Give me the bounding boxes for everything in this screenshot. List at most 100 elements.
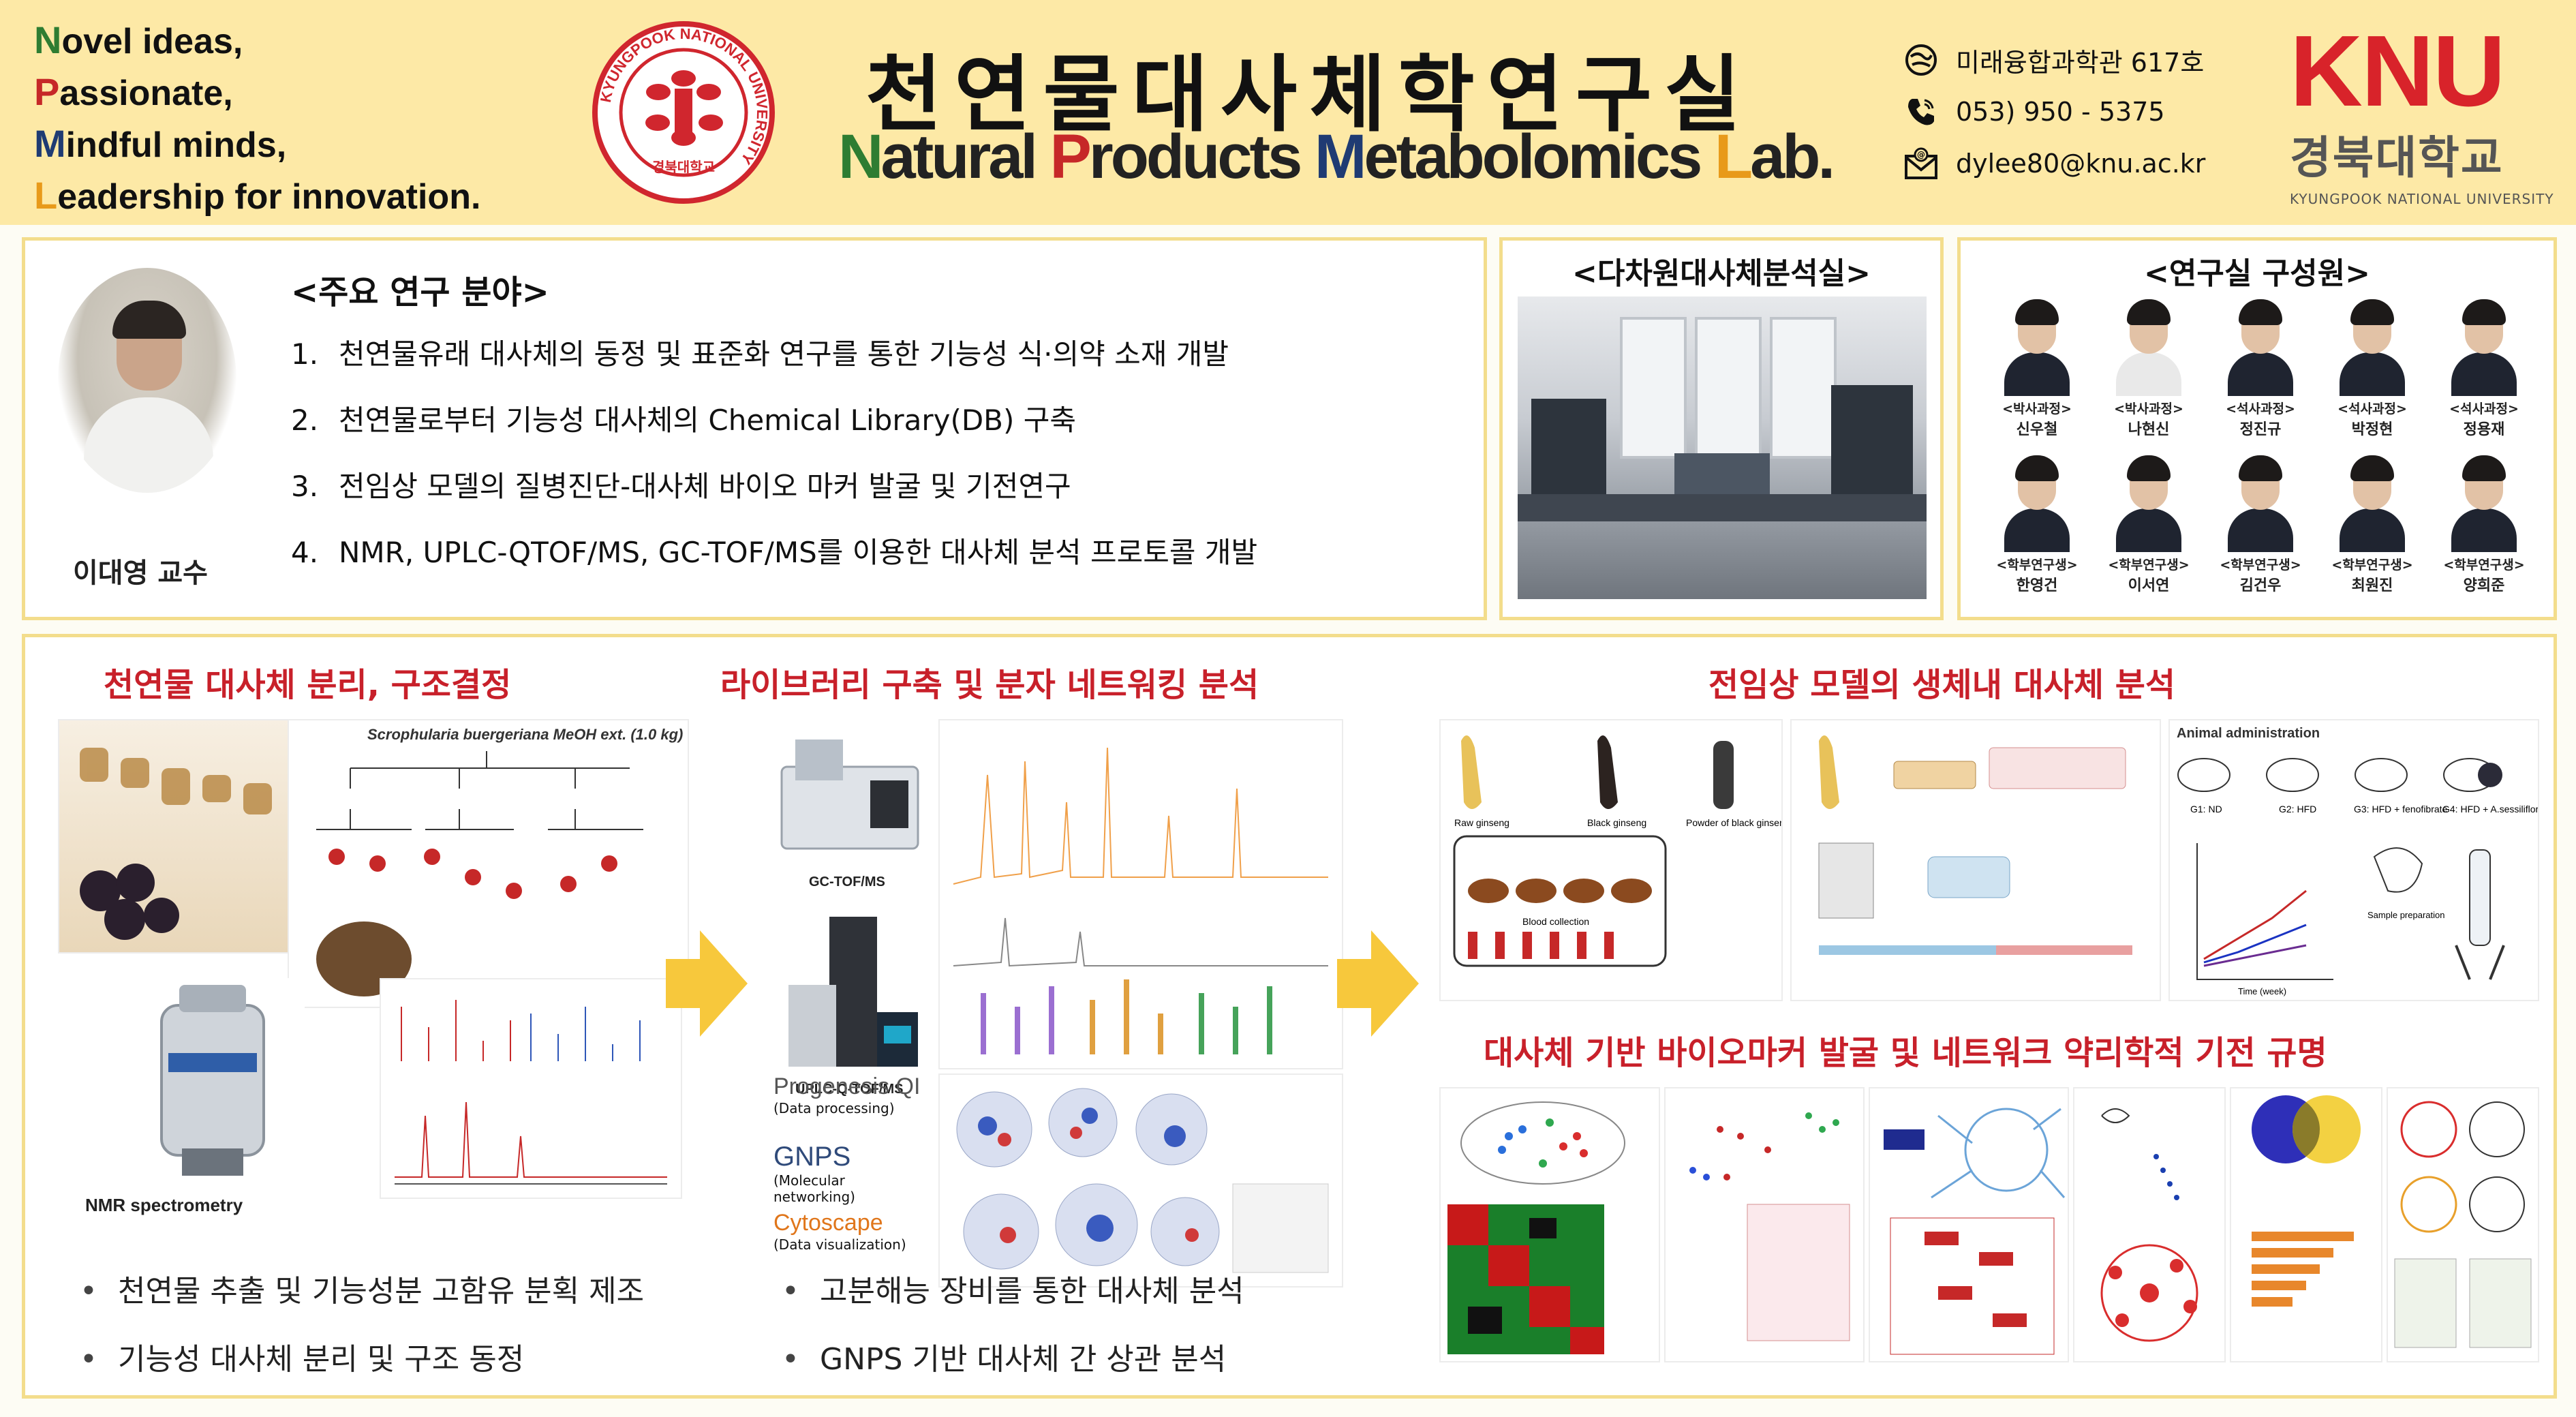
- pca-heatmap-figure: [1439, 1087, 1660, 1362]
- member-photo: [2000, 450, 2074, 552]
- research-areas-list: 1.천연물유래 대사체의 동정 및 표준화 연구를 통한 기능성 식·의약 소재…: [291, 321, 1257, 585]
- research-areas-title: <주요 연구 분야>: [291, 273, 549, 311]
- member-photo: [2335, 450, 2409, 552]
- flow-arrow-2: [1337, 930, 1419, 1037]
- member-name: 나현신: [2128, 421, 2170, 438]
- motto: Novel ideas, Passionate, Mindful minds, …: [34, 15, 480, 222]
- venn-go-figure: [2230, 1087, 2382, 1362]
- nmr-caption: NMR spectrometry: [85, 1195, 243, 1215]
- section-title-biomarker: 대사체 기반 바이오마커 발굴 및 네트워크 약리학적 기전 규명: [1484, 1034, 2327, 1072]
- member-role: <석사과정>: [2449, 401, 2519, 416]
- svg-text:Powder of black ginseng: Powder of black ginseng: [1686, 817, 1781, 828]
- member-card: <석사과정> 박정현: [2316, 294, 2428, 439]
- research-panel: 천연물 대사체 분리, 구조결정 Scrophularia buergerian…: [22, 634, 2557, 1399]
- member-role: <학부연구생>: [2108, 558, 2190, 573]
- bullet-item: 고분해능 장비를 통한 대사체 분석: [782, 1258, 1244, 1326]
- group-label: G2: HFD: [2279, 804, 2316, 814]
- member-card: <학부연구생>이서연: [2093, 450, 2205, 595]
- member-role: <학부연구생>: [1996, 558, 2078, 573]
- svg-text:Blood collection: Blood collection: [1522, 916, 1589, 927]
- contact-email[interactable]: @ dylee80@knu.ac.kr: [1901, 138, 2205, 189]
- university-seal-logo: KYUNGPOOK NATIONAL UNIVERSITY 경북대학교: [592, 21, 775, 204]
- member-card: <학부연구생> 김건우: [2205, 450, 2316, 595]
- section-title-isolation: 천연물 대사체 분리, 구조결정: [104, 666, 512, 704]
- research-area-item: 1.천연물유래 대사체의 동정 및 표준화 연구를 통한 기능성 식·의약 소재…: [291, 337, 1229, 371]
- member-name: 정진규: [2239, 421, 2282, 438]
- bullet-item: 기능성 대사체 분리 및 구조 동정: [80, 1326, 644, 1394]
- sample-prep-label: Sample preparation: [2367, 910, 2444, 920]
- member-card: <박사과정> 나현신: [2093, 294, 2205, 439]
- black-ginseng-process-figure: Raw ginseng Black ginseng Powder of blac…: [1439, 719, 1783, 1001]
- member-photo: [2447, 294, 2521, 396]
- isolation-scheme-figure: Scrophularia buergeriana MeOH ext. (1.0 …: [288, 719, 689, 1008]
- member-name: 정용재: [2463, 421, 2505, 438]
- contact-phone: 053) 950 - 5375: [1901, 86, 2205, 138]
- member-card: <석사과정> 정용재: [2428, 294, 2540, 439]
- chromatogram-figure: [938, 719, 1343, 1069]
- member-name: 박정현: [2351, 421, 2393, 438]
- library-bullets: 고분해능 장비를 통한 대사체 분석 GNPS 기반 대사체 간 상관 분석: [782, 1258, 1244, 1394]
- member-photo: [2112, 450, 2186, 552]
- software-item: GNPS (Molecular networking): [773, 1142, 855, 1205]
- nmr-spectra-figure: [380, 978, 682, 1199]
- phone-icon: [1901, 92, 1941, 132]
- uplc-q-tof-ms-image: UPLC-Q-TOF/MS: [768, 910, 932, 1114]
- member-name: 양희준: [2463, 577, 2505, 594]
- member-role: <석사과정>: [2337, 401, 2407, 416]
- svg-text:Black ginseng: Black ginseng: [1587, 817, 1646, 828]
- member-role: <박사과정>: [2114, 401, 2183, 416]
- member-photo: [2335, 294, 2409, 396]
- member-card: <학부연구생> 양희준: [2428, 450, 2540, 595]
- lab-title-english: Natural Products Metabolomics Lab.: [838, 122, 1835, 192]
- svg-text:경북대학교: 경북대학교: [652, 159, 715, 175]
- member-card: <학부연구생> 최원진: [2316, 450, 2428, 595]
- motto-line: Novel ideas,: [34, 18, 243, 61]
- professor-name: 이대영 교수: [73, 558, 208, 589]
- member-role: <학부연구생>: [2331, 558, 2413, 573]
- group-label: G1: ND: [2190, 804, 2222, 814]
- research-area-item: 2.천연물로부터 기능성 대사체의 Chemical Library(DB) 구…: [291, 403, 1077, 437]
- member-role: <학부연구생>: [2443, 558, 2525, 573]
- experiment-workflow-figure: [1790, 719, 2161, 1001]
- research-area-item: 3.전임상 모델의 질병진단-대사체 바이오 마커 발굴 및 기전연구: [291, 470, 1071, 503]
- member-role: <박사과정>: [2002, 401, 2072, 416]
- bullet-item: GNPS 기반 대사체 간 상관 분석: [782, 1326, 1244, 1394]
- svg-text:@: @: [1917, 150, 1925, 159]
- lab-panel: <다차원대사체분석실>: [1499, 237, 1944, 620]
- member-photo: [2447, 450, 2521, 552]
- member-card: <석사과정>정진규: [2205, 294, 2316, 439]
- lab-panel-title: <다차원대사체분석실>: [1571, 256, 1871, 291]
- lab-title-korean: 천연물대사체학연구실: [865, 46, 1753, 143]
- globe-icon: [1901, 40, 1941, 80]
- docking-network-figure: [2387, 1087, 2539, 1362]
- lab-room-photo: [1518, 296, 1927, 599]
- members-panel: <연구실 구성원> <박사과정>신우철<박사과정>나현신<석사과정>정진규<석사…: [1957, 237, 2557, 620]
- member-photo: [2224, 450, 2297, 552]
- member-name: 김건우: [2239, 577, 2282, 594]
- section-title-preclinical: 전임상 모델의 생체내 대사체 분석: [1708, 666, 2176, 704]
- loading-plot-figure: [1664, 1087, 1865, 1362]
- motto-line: Passionate,: [34, 70, 233, 113]
- software-item: Cytoscape (Data visualization): [773, 1210, 906, 1253]
- member-photo: [2224, 294, 2297, 396]
- member-name: 최원진: [2351, 577, 2393, 594]
- gc-tof-ms-image: GC-TOF/MS: [768, 719, 932, 910]
- motto-line: Leadership for innovation.: [34, 174, 481, 217]
- bullet-item: 천연물 추출 및 기능성분 고함유 분획 제조: [80, 1258, 644, 1326]
- members-panel-title: <연구실 구성원>: [2144, 256, 2370, 291]
- contact-location: 미래융합과학관 617호: [1901, 34, 2205, 86]
- chart-xlabel: Time (week): [2238, 986, 2286, 996]
- software-list: Progenesis QI (Data processing) GNPS (Mo…: [773, 1073, 923, 1278]
- member-photo: [2000, 294, 2074, 396]
- member-name: 신우철: [2016, 421, 2058, 438]
- research-area-item: 4.NMR, UPLC-QTOF/MS, GC-TOF/MS를 이용한 대사체 …: [291, 536, 1258, 569]
- animal-administration-figure: Animal administration G1: ND G2: HFD G3:…: [2168, 719, 2539, 1001]
- nmr-spectrometer-image: [121, 978, 305, 1210]
- pathway-figure: [1869, 1087, 2069, 1362]
- molecular-network-figure: [938, 1073, 1343, 1288]
- professor-panel: 이대영 교수 <주요 연구 분야> 1.천연물유래 대사체의 동정 및 표준화 …: [22, 237, 1487, 620]
- member-role: <학부연구생>: [2220, 558, 2301, 573]
- group-label: G3: HFD + fenofibrate: [2354, 804, 2448, 814]
- motto-line: Mindful minds,: [34, 122, 287, 165]
- knu-logo: KNU 경북대학교 KYUNGPOOK NATIONAL UNIVERSITY: [2290, 15, 2554, 208]
